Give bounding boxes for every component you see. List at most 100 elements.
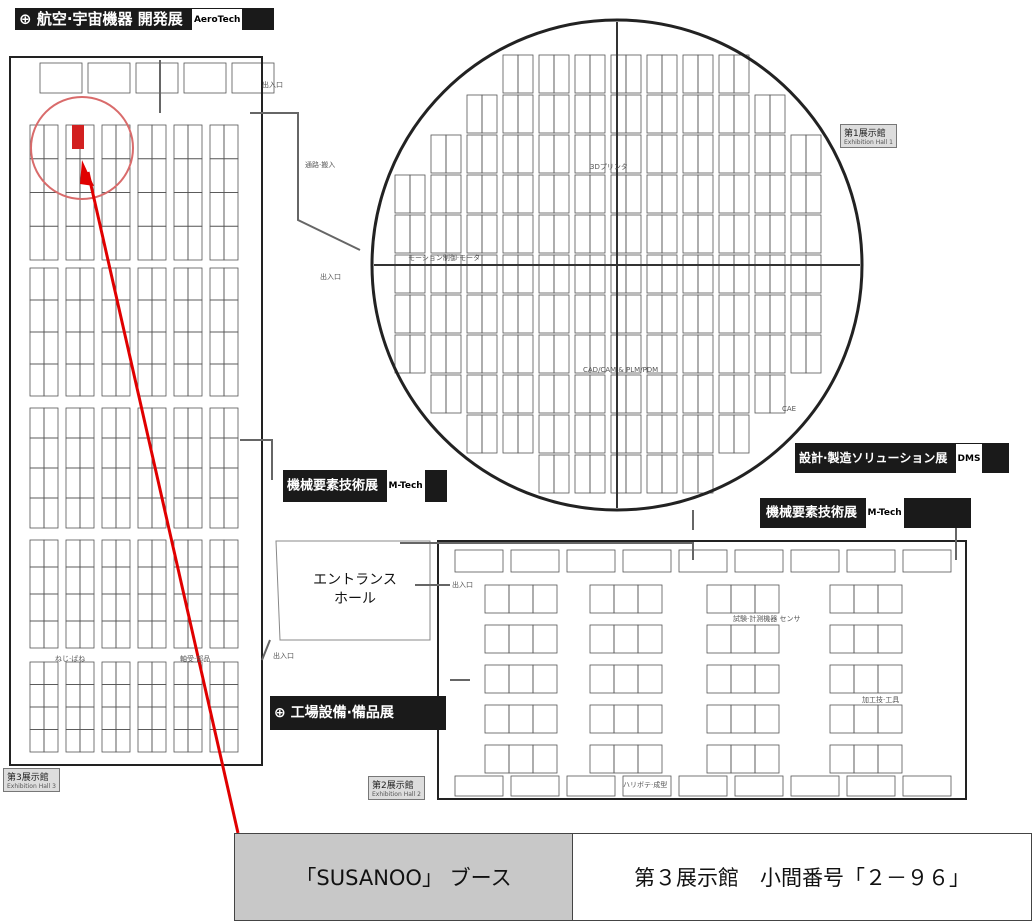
booth (43, 661, 59, 685)
booth (682, 414, 699, 454)
booth (481, 334, 498, 374)
booth (187, 225, 203, 261)
booth (553, 334, 570, 374)
booth (805, 134, 822, 174)
booth (754, 374, 771, 414)
booth (430, 134, 447, 174)
booth (508, 744, 534, 774)
booth (646, 254, 663, 294)
booth (502, 54, 519, 94)
booth (65, 661, 81, 685)
booth-name: 「SUSANOO」 ブース (235, 834, 573, 920)
booth (151, 539, 167, 568)
zone-fastening: ねじ·ばね (55, 655, 86, 663)
booth (553, 294, 570, 334)
booth (223, 299, 239, 333)
booth (574, 254, 591, 294)
booth (682, 334, 699, 374)
booth (733, 254, 750, 294)
entrance-d: 出入口 (273, 652, 294, 660)
booth (553, 254, 570, 294)
booth (718, 134, 735, 174)
booth (101, 566, 117, 595)
booth (508, 664, 534, 694)
booth (43, 497, 59, 529)
booth (769, 174, 786, 214)
booth (29, 407, 45, 439)
booth (481, 174, 498, 214)
booth (790, 775, 840, 797)
booth (553, 94, 570, 134)
booth (29, 437, 45, 469)
booth (902, 549, 952, 573)
booth (137, 497, 153, 529)
booth (29, 661, 45, 685)
booth (625, 414, 642, 454)
booth (173, 467, 189, 499)
pointer-arrow-head (80, 160, 94, 186)
booth (173, 158, 189, 193)
booth (409, 334, 426, 374)
booth (538, 174, 555, 214)
booth (805, 334, 822, 374)
booth (65, 593, 81, 622)
booth (29, 706, 45, 730)
booth (610, 454, 627, 494)
booth (613, 664, 639, 694)
booth (115, 158, 131, 193)
highlight-circle (30, 96, 134, 200)
booth (661, 254, 678, 294)
booth (151, 267, 167, 301)
booth (853, 704, 879, 734)
booth (223, 124, 239, 160)
booth (65, 363, 81, 397)
booth (682, 94, 699, 134)
booth (223, 729, 239, 753)
booth (646, 214, 663, 254)
booth (187, 467, 203, 499)
booth (223, 437, 239, 469)
booth (706, 624, 732, 654)
booth (718, 94, 735, 134)
booth (502, 294, 519, 334)
booth (718, 334, 735, 374)
booth (538, 134, 555, 174)
hall3-name: 第3展示館 (7, 773, 49, 783)
booth (65, 467, 81, 499)
booth (466, 94, 483, 134)
booth (173, 706, 189, 730)
booth (538, 254, 555, 294)
booth (484, 624, 510, 654)
zone-bearing: 軸受·部品 (180, 655, 211, 663)
booth (769, 374, 786, 414)
booth (79, 363, 95, 397)
booth (173, 729, 189, 753)
booth (187, 124, 203, 160)
booth (829, 624, 855, 654)
booth (877, 584, 903, 614)
booth (223, 407, 239, 439)
booth (29, 467, 45, 499)
booth (43, 225, 59, 261)
booth (209, 539, 225, 568)
booth (622, 775, 672, 797)
booth (661, 214, 678, 254)
booth (877, 624, 903, 654)
booth (101, 124, 117, 160)
booth (466, 134, 483, 174)
booth (517, 174, 534, 214)
booth (877, 664, 903, 694)
booth (754, 664, 780, 694)
pointer-arrow (86, 171, 240, 834)
booth (466, 334, 483, 374)
booth-location: 第３展示館 小間番号「２－９６」 (634, 866, 970, 890)
booth (43, 437, 59, 469)
booth (538, 454, 555, 494)
booth (79, 331, 95, 365)
booth (137, 158, 153, 193)
booth (151, 407, 167, 439)
booth (481, 374, 498, 414)
booth (574, 174, 591, 214)
booth (625, 454, 642, 494)
booth (484, 744, 510, 774)
